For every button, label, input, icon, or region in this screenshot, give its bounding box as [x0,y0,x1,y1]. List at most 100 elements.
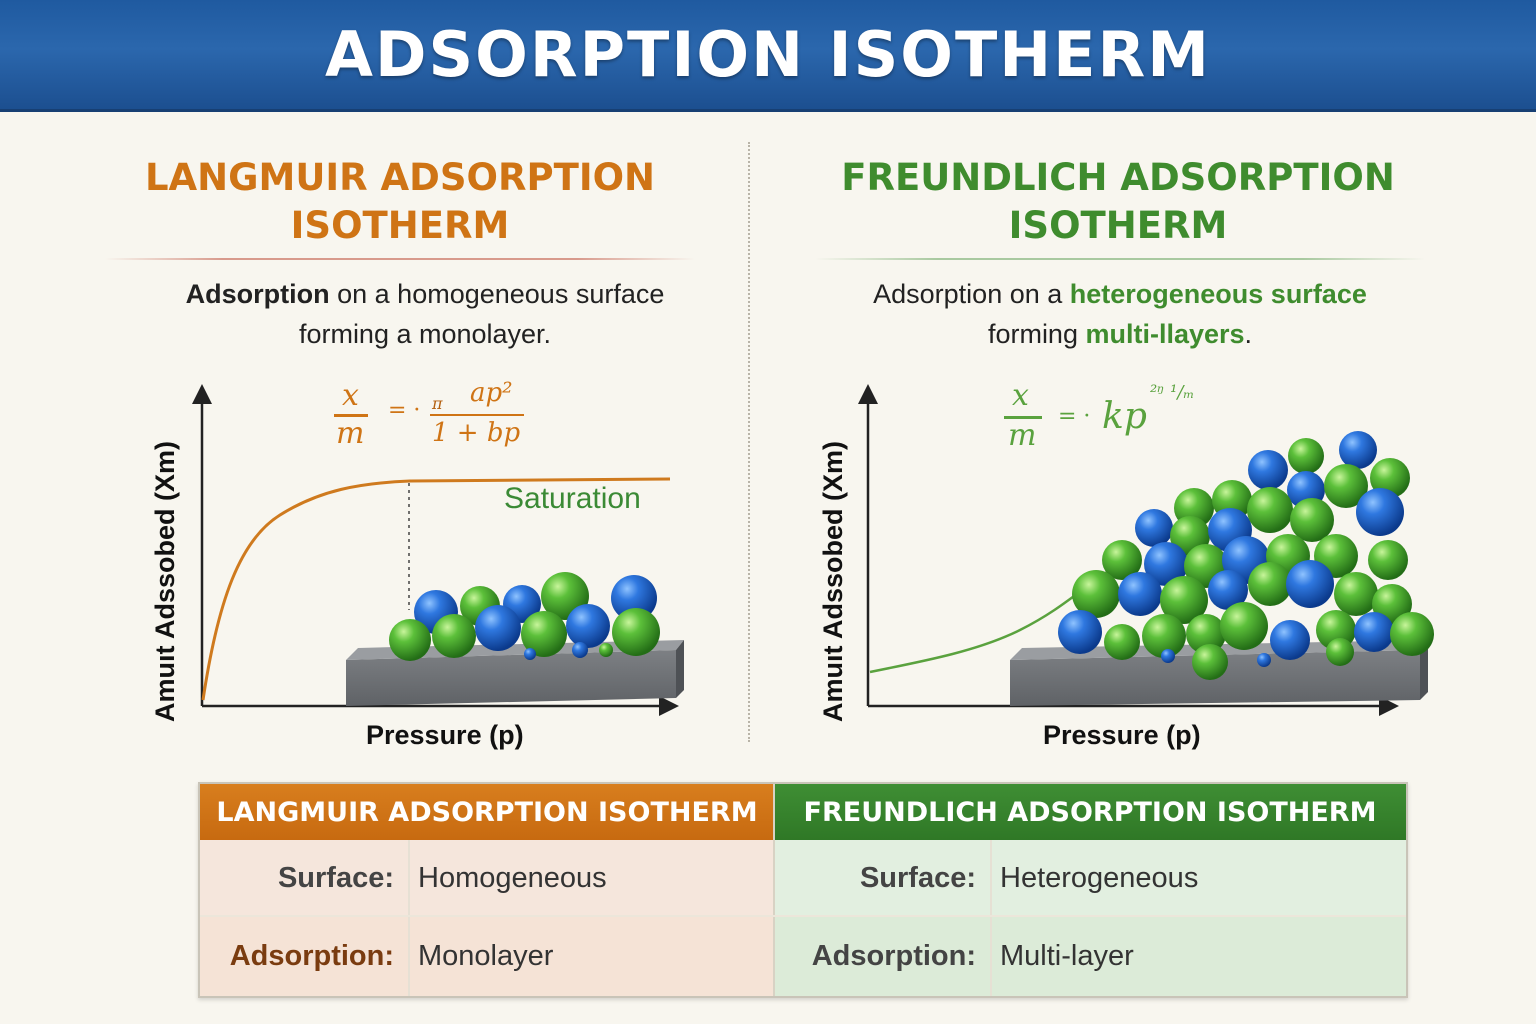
freundlich-multilayer-molecules [1058,431,1434,680]
freundlich-formula-kp: kp [1102,396,1147,437]
blue-molecule [611,575,657,621]
table-divider [773,784,775,996]
langmuir-heading-line2: ISOTHERM [290,204,510,247]
green-molecule [1324,464,1368,508]
table-row-surface-freundlich: Heterogeneous [990,840,1406,916]
langmuir-heading: LANGMUIR ADSORPTION ISOTHERM [100,154,700,250]
table-row-adsorption-key-langmuir: Adsorption: [200,916,408,996]
table-row-adsorption-key-freundlich: Adsorption: [774,916,990,996]
freundlich-formula-eq: = · [1058,404,1091,429]
blue-molecule [1356,488,1404,536]
langmuir-curve [201,477,671,701]
freundlich-desc-end: . [1244,319,1253,349]
freundlich-formula: x m = · kp ²ᵑ ¹/ₘ [1000,378,1220,458]
blue-molecule [1058,610,1102,654]
green-molecule [599,643,613,657]
blue-molecule [1354,612,1394,652]
blue-molecule [1270,620,1310,660]
blue-molecule [475,605,521,651]
green-molecule [1247,487,1293,533]
saturation-label: Saturation [504,482,641,515]
green-molecule [1072,570,1120,618]
formula-frac-bar [430,414,524,416]
formula-frac-den: 1 + bp [432,418,521,448]
panel-divider [748,142,750,742]
comparison-table: LANGMUIR ADSORPTION ISOTHERM FREUNDLICH … [198,782,1408,998]
table-row-surface-langmuir: Homogeneous [408,840,774,916]
freundlich-y-label: Amuıt Adssobed (Xm) [818,440,848,722]
title-banner: ADSORPTION ISOTHERM [0,0,1536,112]
freundlich-formula-m: m [1008,418,1037,453]
green-molecule [1160,576,1208,624]
table-divider [200,915,1406,917]
langmuir-x-label: Pressure (p) [366,720,524,750]
blue-molecule [1208,570,1248,610]
green-molecule [1288,438,1324,474]
table-row-adsorption-freundlich: Multi-layer [990,916,1406,996]
blue-molecule [1118,572,1162,616]
freundlich-desc-highlight1: heterogeneous surface [1069,279,1367,309]
green-molecule [389,619,431,661]
langmuir-desc-rest: on a homogeneous surface [329,279,665,309]
green-molecule [1192,644,1228,680]
table-header-langmuir: LANGMUIR ADSORPTION ISOTHERM [200,784,774,840]
blue-molecule [1161,649,1175,663]
freundlich-formula-exponent: ²ᵑ ¹/ₘ [1150,382,1195,403]
langmuir-surface-slab [346,640,684,706]
langmuir-desc-bold: Adsorption [185,279,330,309]
table-row-surface-key-freundlich: Surface: [774,840,990,916]
green-molecule [1334,572,1378,616]
formula-frac-num: ap² [470,378,513,408]
langmuir-monolayer-molecules [389,572,660,661]
freundlich-formula-x: x [1012,378,1029,413]
freundlich-heading-line1: FREUNDLICH ADSORPTION [841,156,1395,199]
page-title: ADSORPTION ISOTHERM [325,18,1211,91]
blue-molecule [1257,653,1271,667]
langmuir-formula: x m = · π ap² 1 + bp [330,378,540,458]
table-row-surface-key-langmuir: Surface: [200,840,408,916]
langmuir-heading-line1: LANGMUIR ADSORPTION [144,156,656,199]
blue-molecule [1286,560,1334,608]
blue-molecule [1135,509,1173,547]
freundlich-heading: FREUNDLICH ADSORPTION ISOTHERM [818,154,1418,250]
green-molecule [1326,638,1354,666]
formula-bar [334,414,368,417]
freundlich-x-label: Pressure (p) [1043,720,1201,750]
freundlich-heading-line2: ISOTHERM [1008,204,1228,247]
green-molecule [1142,614,1186,658]
blue-molecule [524,648,536,660]
green-molecule [1220,602,1268,650]
green-molecule [1186,614,1226,654]
langmuir-description: Adsorption on a homogeneous surface form… [110,274,740,354]
langmuir-desc-line2: forming a monolayer. [298,319,552,349]
formula-small: π [432,394,443,413]
freundlich-formula-bar [1004,416,1042,419]
table-divider [408,840,410,996]
green-molecule [1290,498,1334,542]
green-molecule [1102,540,1142,580]
green-molecule [521,611,567,657]
freundlich-desc-plain2: forming [987,319,1086,349]
blue-molecule [1144,542,1188,586]
freundlich-desc-highlight2: multi-llayers [1085,319,1245,349]
formula-m: m [336,416,365,451]
green-molecule [1368,540,1408,580]
blue-molecule [1248,450,1288,490]
freundlich-rule [815,258,1425,260]
green-molecule [432,614,476,658]
table-header-freundlich: FREUNDLICH ADSORPTION ISOTHERM [774,784,1406,840]
blue-molecule [572,642,588,658]
langmuir-y-label: Amuıt Adssobed (Xm) [150,440,180,722]
formula-x: x [342,378,359,413]
table-divider [990,840,992,996]
blue-molecule [1339,431,1377,469]
green-molecule [1104,624,1140,660]
green-molecule [1390,612,1434,656]
freundlich-description: Adsorption on a heterogeneous surface fo… [790,274,1450,354]
formula-eq: = · [388,398,421,423]
blue-molecule [566,604,610,648]
green-molecule [1248,562,1292,606]
green-molecule [612,608,660,656]
langmuir-rule [105,258,695,260]
